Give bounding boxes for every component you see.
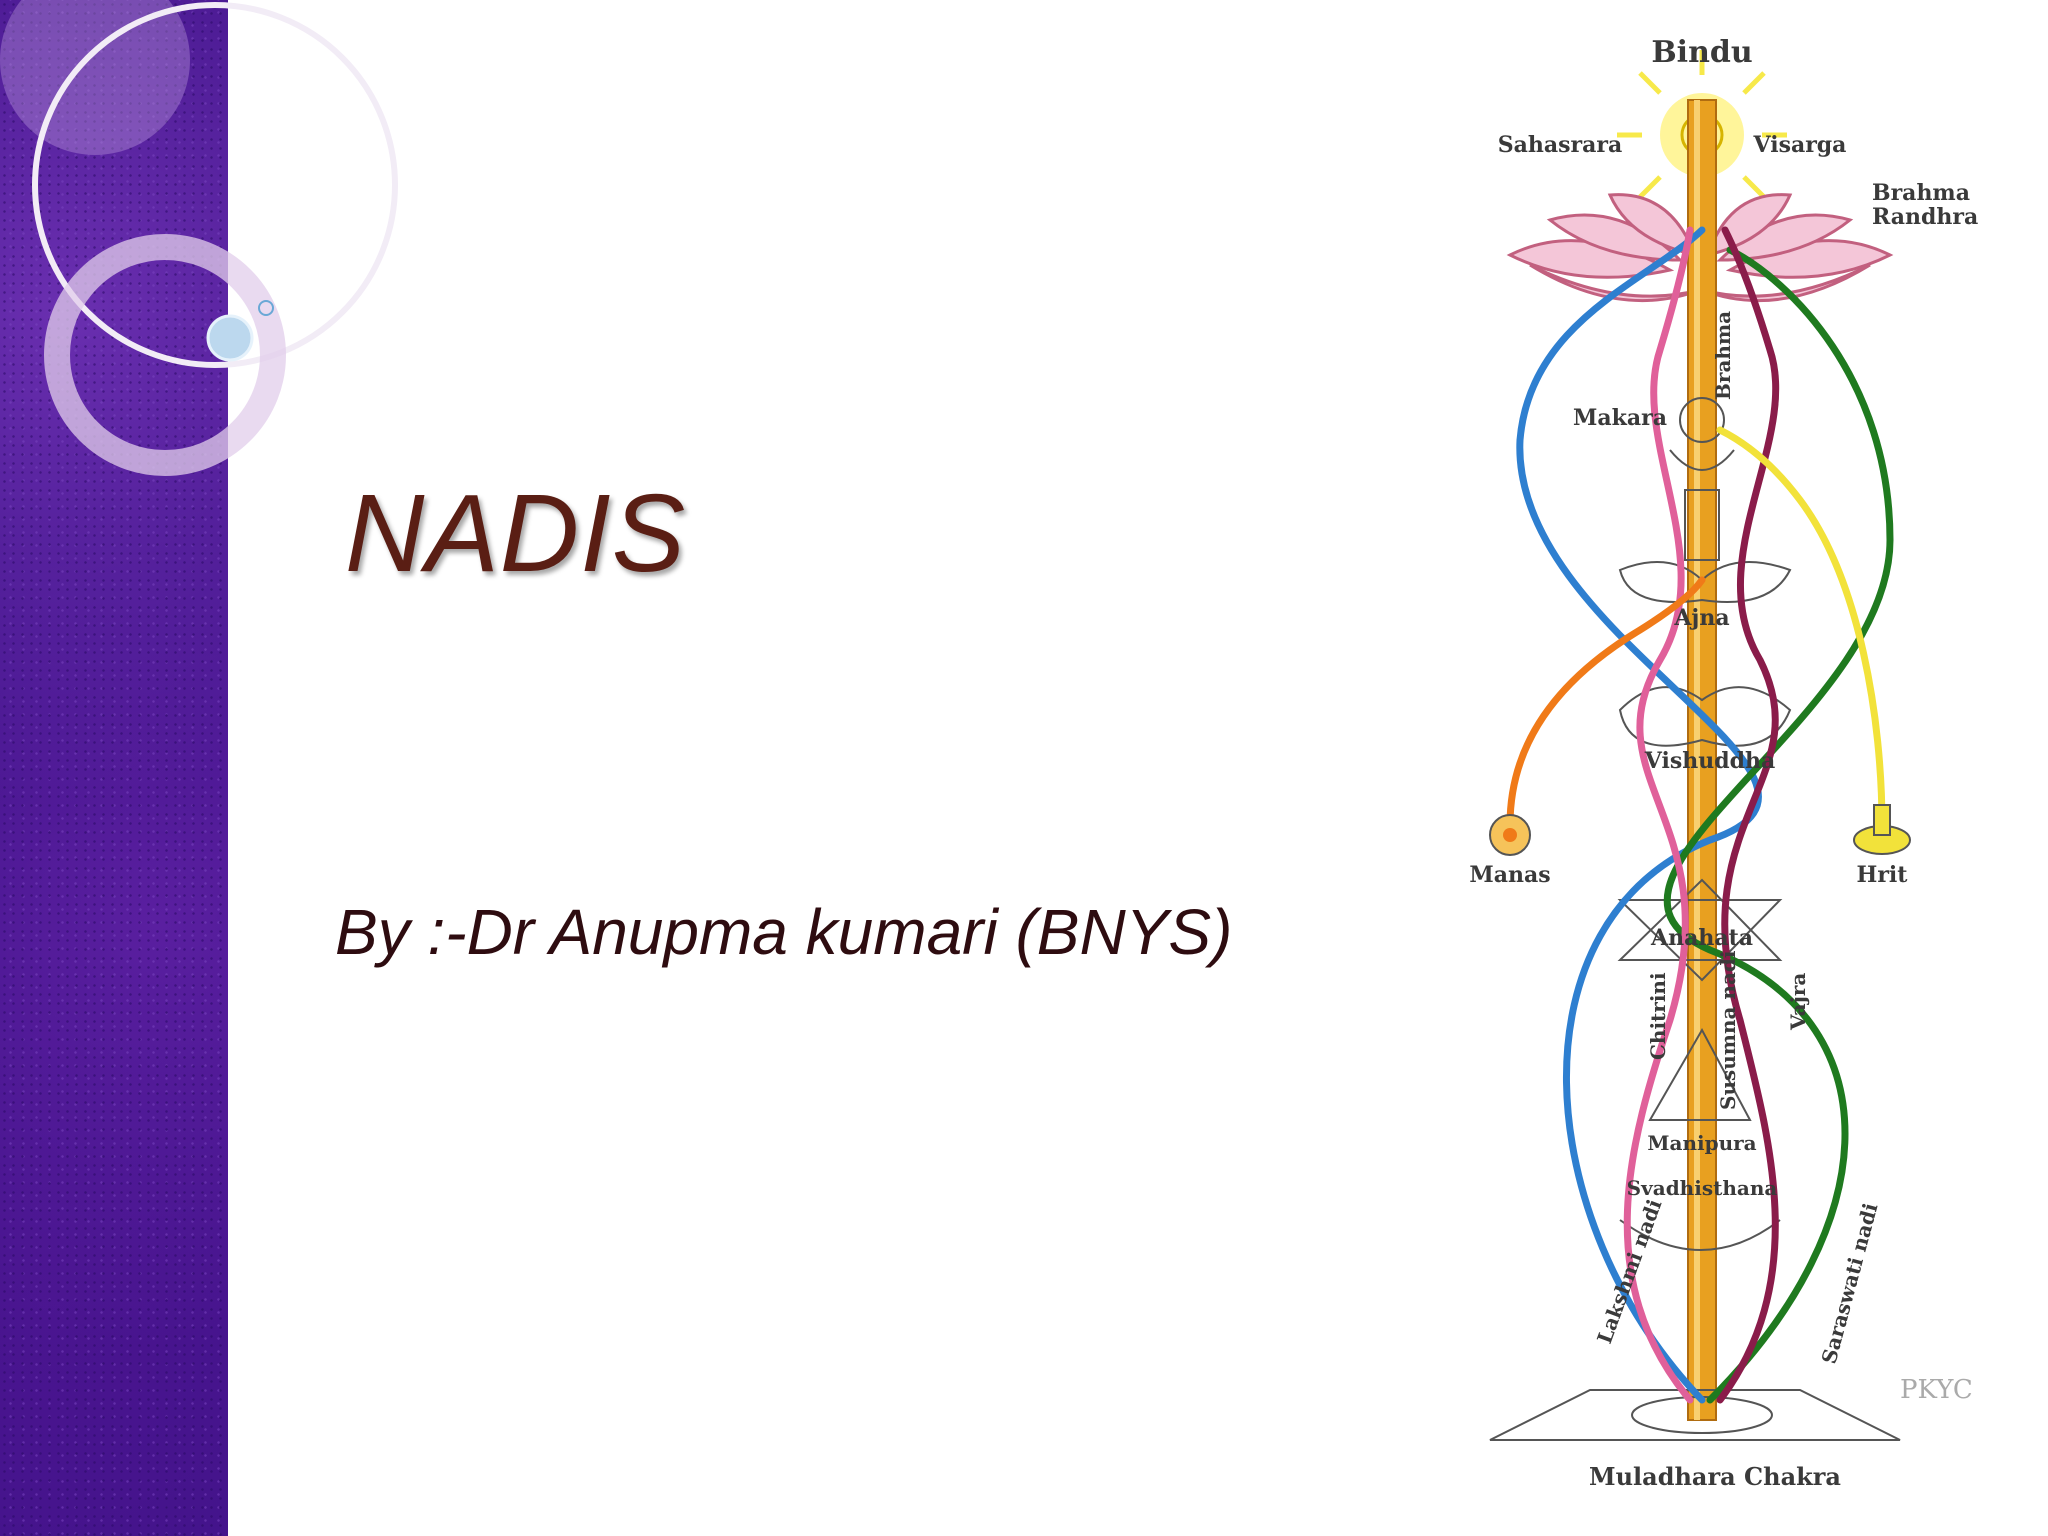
slide-title: NADIS [345,472,687,595]
hrit-flower [1853,804,1911,855]
label-manipura: Manipura [1647,1131,1756,1155]
decorative-rings [0,0,398,476]
saraswati-nadi-line [1663,246,1894,1404]
label-chitrini: Chitrini [1646,972,1670,1060]
label-brahma-randhra-2: Randhra [1872,204,1978,230]
nadis-diagram: Bindu Sahasrara Visarga Brahma Randhra B… [1470,35,1978,1491]
label-brahma: Brahma [1711,311,1735,400]
ida-nadi-line [1623,226,1694,1404]
bubble-small [258,300,274,316]
hrit-nadi-line [1716,426,1886,829]
label-sahasrara: Sahasrara [1498,132,1622,158]
label-vishuddha: Vishuddha [1644,748,1775,774]
ring-large [32,2,398,368]
label-susumna: Susumna nadi [1716,950,1740,1110]
label-vajra: Vajra [1786,973,1810,1031]
ring-fill-top [0,0,190,155]
ring-thick [44,234,286,476]
slide-subtitle: By :-Dr Anupma kumari (BNYS) [335,896,1233,968]
manas-flower [1489,814,1531,856]
lakshmi-nadi-line [1516,226,1762,1404]
label-anahata: Anahata [1650,925,1753,951]
label-brahma-randhra-1: Brahma [1872,180,1970,206]
label-makara: Makara [1573,405,1667,431]
label-bindu: Bindu [1651,35,1752,70]
label-visarga: Visarga [1753,132,1847,158]
label-pkyc: PKYC [1900,1375,1973,1405]
label-muladhara: Muladhara Chakra [1589,1462,1841,1491]
label-hrit: Hrit [1857,862,1909,888]
manas-nadi-line [1506,576,1706,829]
bubble-large [206,314,254,362]
label-svadhisthana: Svadhisthana [1627,1176,1778,1200]
sushumna-column [1687,99,1717,1421]
label-manas: Manas [1470,862,1551,888]
pingala-nadi-line [1716,226,1780,1404]
label-ajna: Ajna [1673,605,1729,631]
